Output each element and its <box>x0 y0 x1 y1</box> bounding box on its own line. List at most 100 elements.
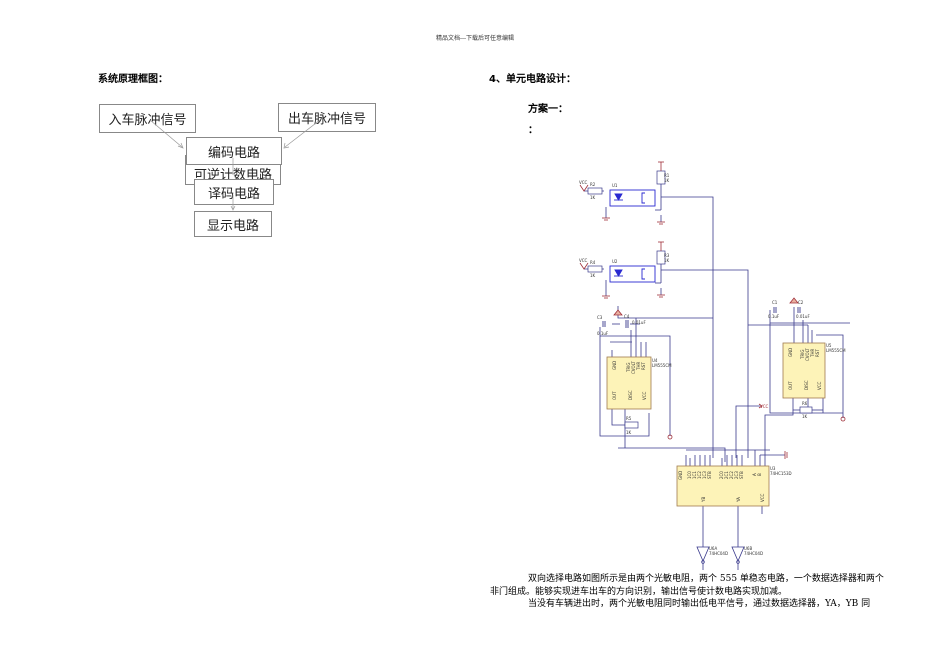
schematic-labels: R1 1K R2 1K R3 1K R4 1K R5 1K R6 1K U1 U… <box>579 173 846 556</box>
chip-u4-555 <box>606 356 652 410</box>
label-r1: R1 <box>664 173 670 178</box>
chip-u5-555 <box>782 342 826 399</box>
label-r4: R4 <box>590 260 596 265</box>
pin-1c0: 1C0 <box>687 471 692 479</box>
label-r1-value: 1K <box>664 178 670 183</box>
ground-icon <box>657 294 665 298</box>
pin-1c2: 1C2 <box>697 471 702 479</box>
label-r3: R3 <box>664 253 670 258</box>
label-u3: U3 <box>770 466 776 471</box>
plan-colon: ： <box>528 125 538 136</box>
pin-disc: DISC <box>804 380 809 390</box>
ground-icon <box>602 217 610 221</box>
chips <box>606 342 826 507</box>
resistor-r5 <box>624 421 639 429</box>
ground-icon <box>840 416 846 422</box>
block-display: 显示电路 <box>194 211 272 237</box>
pin-rst: RST <box>641 362 646 370</box>
vcc-symbol <box>579 184 589 192</box>
led-u2-icon <box>614 269 623 277</box>
label-c4: C4 <box>624 314 630 319</box>
chip-pin-labels: GND TRIG CVOLT THR RST OUT DISC VCC GND … <box>612 348 822 503</box>
pin-disc: DISC <box>628 390 633 400</box>
label-vcc-port: VCC <box>760 404 769 409</box>
label-u6b: U6B <box>744 546 752 551</box>
label-r6-value: 1K <box>802 414 808 419</box>
label-u2: U2 <box>612 259 618 264</box>
resistor-r4 <box>587 265 603 273</box>
label-u6b-part: 74HC04D <box>744 551 763 556</box>
page-header-watermark: 精品文档---下载后可任意编辑 <box>435 35 515 42</box>
label-u4-part: LM555CM <box>652 363 672 368</box>
block-diagram-title: 系统原理框图： <box>98 74 168 85</box>
vcc-symbol <box>579 262 589 270</box>
label-u5: U5 <box>826 343 832 348</box>
ground-icon <box>657 221 665 225</box>
pin-trig: TRIG <box>800 349 805 360</box>
pin-cvolt: CVOLT <box>631 361 636 374</box>
pin-stb: STB <box>739 471 744 479</box>
label-u6a: U6A <box>709 546 717 551</box>
pin-1c3: 1C3 <box>702 471 707 479</box>
power-symbols <box>579 161 846 459</box>
pin-a: A <box>752 473 757 476</box>
label-c2: C2 <box>798 300 804 305</box>
pin-thr: THR <box>810 349 815 358</box>
paragraph: 双向选择电路如图所示是由两个光敏电阻，两个 555 单稳态电路，一个数据选择器和… <box>490 574 884 597</box>
block-decoder: 译码电路 <box>194 179 274 205</box>
block-encoder: 编码电路 <box>186 137 282 165</box>
resistors <box>587 170 813 429</box>
inverter-u6a <box>696 546 710 563</box>
label-vcc: VCC <box>579 180 588 185</box>
label-u4: U4 <box>652 358 658 363</box>
led-u1-icon <box>614 193 623 201</box>
vcc-symbol <box>658 241 664 251</box>
label-vcc: VCC <box>579 258 588 263</box>
label-r6: R6 <box>802 401 808 406</box>
label-u1: U1 <box>612 183 618 188</box>
label-u6a-part: 74HC04D <box>709 551 728 556</box>
pin-ya: YA <box>736 497 741 503</box>
wires <box>584 184 850 570</box>
capacitors <box>602 307 801 328</box>
pin-vcc: VCC <box>817 381 822 390</box>
ground-icon <box>667 434 673 440</box>
ground-icon <box>789 297 799 304</box>
resistor-r6 <box>799 406 813 414</box>
optocouplers <box>609 189 656 283</box>
section-title: 4、单元电路设计： <box>489 74 576 85</box>
optocoupler-u1 <box>609 189 656 207</box>
pin-gnd: GND <box>612 361 617 370</box>
pin-1c1: 1C1 <box>692 471 697 479</box>
pin-2c3: 2C3 <box>734 471 739 479</box>
inverter-u6b <box>731 546 745 563</box>
label-c3: C3 <box>597 315 603 320</box>
label-r3-value: 1K <box>664 258 670 263</box>
pin-out: OUT <box>612 391 617 400</box>
inverters <box>696 546 745 564</box>
label-u3-part: 74HC153D <box>770 471 792 476</box>
label-u5-part: LM555CM <box>826 348 846 353</box>
pin-gnd: GND <box>788 348 793 357</box>
resistor-r2 <box>587 187 603 195</box>
pin-thr: THR <box>636 362 641 371</box>
pin-out: OUT <box>788 381 793 390</box>
block-decoder-label: 译码电路 <box>207 186 260 202</box>
pin-vcc: VCC <box>642 391 647 400</box>
pin-trig: TRIG <box>626 362 631 373</box>
label-r4-value: 1K <box>590 273 596 278</box>
pin-2c0: 2C0 <box>719 471 724 479</box>
label-r2: R2 <box>590 182 596 187</box>
block-encoder-label: 编码电路 <box>207 145 260 161</box>
pin-vcc: VCC <box>760 493 765 502</box>
ground-icon <box>784 451 788 459</box>
pin-cvolt: CVOLT <box>805 348 810 361</box>
body-text: 双向选择电路如图所示是由两个光敏电阻，两个 555 单稳态电路，一个数据选择器和… <box>490 573 892 611</box>
chip-u3-mux <box>676 465 770 507</box>
vcc-port <box>758 403 763 409</box>
pin-b: B <box>757 473 762 476</box>
label-c1: C1 <box>772 300 778 305</box>
label-c3-value: 0.1uF <box>597 331 609 336</box>
pin-yb: YB <box>701 497 706 503</box>
